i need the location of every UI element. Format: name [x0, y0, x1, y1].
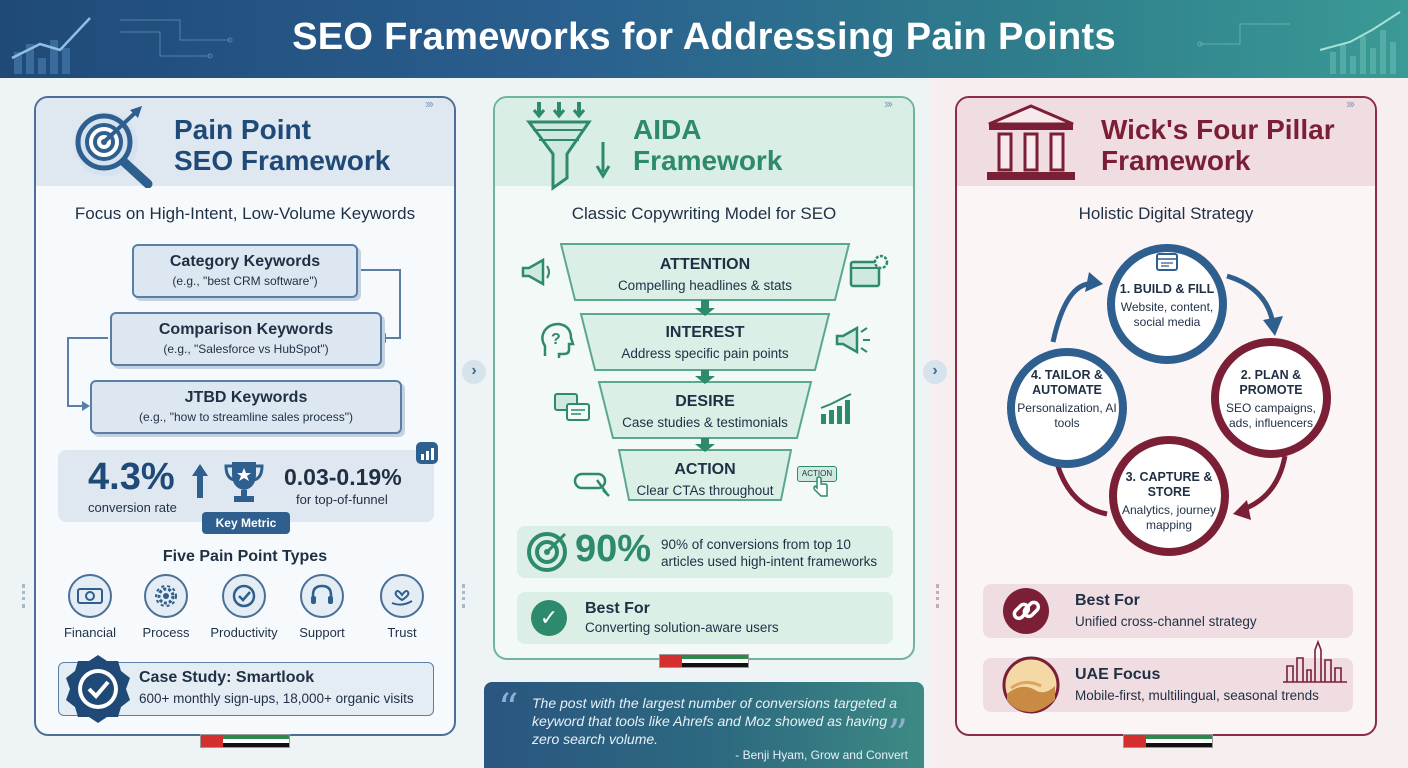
- panel3-subtitle: Holistic Digital Strategy: [1078, 204, 1254, 223]
- keyword-card-category: Category Keywords (e.g., "best CRM softw…: [132, 244, 358, 298]
- pain-type-financial: Financial: [50, 574, 130, 640]
- best-for-box: ✓ Best For Converting solution-aware use…: [517, 592, 893, 644]
- pillars-building-icon: [987, 104, 1075, 180]
- panel2-subtitle: Classic Copywriting Model for SEO: [571, 204, 837, 223]
- top-funnel-value: 0.03-0.19%: [284, 464, 402, 490]
- header-banner: SEO Frameworks for Addressing Pain Point…: [0, 0, 1408, 78]
- pain-type-productivity: Productivity: [204, 574, 284, 640]
- best-for-text: Converting solution-aware users: [585, 620, 779, 635]
- gear-icon: [155, 585, 177, 607]
- stat-text: 90% of conversions from top 10 articles …: [661, 537, 878, 569]
- trophy-icon: [224, 462, 264, 502]
- pain-type-support: Support: [282, 574, 362, 640]
- pillar-capture-store: 3. CAPTURE & STORE Analytics, journey ma…: [1121, 470, 1217, 532]
- case-study-title: Case Study: Smartlook: [139, 669, 315, 686]
- check-icon: ✓: [531, 600, 567, 636]
- quote-text: The post with the largest number of conv…: [532, 695, 897, 747]
- uae-flag-icon: [1123, 734, 1213, 748]
- top-funnel-label: for top-of-funnel: [296, 492, 388, 507]
- megaphone-icon: [521, 257, 550, 287]
- uae-focus-title: UAE Focus: [1075, 666, 1161, 683]
- dots-divider: [22, 584, 26, 608]
- stat-value: 90%: [575, 528, 652, 570]
- aida-step-action: ACTION Clear CTAs throughout: [636, 461, 774, 498]
- megaphone-icon: [835, 325, 870, 355]
- pillar-build-fill: 1. BUILD & FILL Website, content, social…: [1119, 282, 1215, 329]
- cursor-link-icon: [573, 472, 610, 497]
- quote-close-icon: ”: [887, 712, 908, 758]
- pillar-tailor-automate: 4. TAILOR & AUTOMATE Personalization, AI…: [1017, 368, 1117, 430]
- pillar-cycle-diagram: [1007, 244, 1331, 556]
- question-head-icon: ?: [541, 322, 575, 358]
- aida-step-attention: ATTENTION Compelling headlines & stats: [617, 256, 793, 293]
- pain-type-process: Process: [126, 574, 206, 640]
- target-icon: [527, 532, 567, 572]
- dots-divider: [462, 584, 466, 608]
- chevron-right-icon: ›››: [425, 96, 434, 111]
- link-icon: [1003, 588, 1049, 634]
- conversion-rate-value: 4.3%: [88, 456, 175, 498]
- pillar-plan-promote: 2. PLAN & PROMOTE SEO campaigns, ads, in…: [1225, 368, 1317, 430]
- best-for-box: Best For Unified cross-channel strategy: [983, 584, 1353, 638]
- up-arrow-icon: [192, 464, 208, 498]
- svg-text:?: ?: [551, 331, 561, 348]
- key-metric-badge: Key Metric: [202, 512, 290, 534]
- verified-badge-icon: [66, 655, 130, 723]
- next-arrow-button-1[interactable]: ›: [462, 360, 486, 384]
- funnel-icon: [526, 102, 611, 191]
- pain-types-title: Five Pain Point Types: [162, 548, 328, 565]
- chart-badge-icon: [416, 442, 438, 464]
- money-icon: [77, 588, 103, 604]
- headset-icon: [311, 584, 333, 604]
- best-for-text: Unified cross-channel strategy: [1075, 614, 1257, 629]
- uae-flag-icon: [200, 734, 290, 748]
- aida-step-interest: INTEREST Address specific pain points: [621, 324, 789, 361]
- keyword-card-jtbd: JTBD Keywords (e.g., "how to streamline …: [90, 380, 402, 434]
- panel1-subtitle: Focus on High-Intent, Low-Volume Keyword…: [74, 204, 416, 223]
- pain-type-trust: Trust: [362, 574, 442, 640]
- aida-step-desire: DESIRE Case studies & testimonials: [622, 393, 788, 430]
- skyline-icon: [1283, 640, 1347, 683]
- growth-chart-icon: [820, 393, 852, 424]
- dots-divider: [936, 584, 940, 608]
- browser-gear-icon: [849, 254, 889, 288]
- uae-flag-icon: [659, 654, 749, 668]
- target-search-icon: [74, 106, 153, 188]
- uae-focus-box: UAE Focus Mobile-first, multilingual, se…: [983, 640, 1353, 714]
- conversion-rate-label: conversion rate: [88, 500, 177, 515]
- best-for-title: Best For: [585, 600, 650, 617]
- keyword-card-comparison: Comparison Keywords (e.g., "Salesforce v…: [110, 312, 382, 366]
- quote-open-icon: “: [498, 686, 519, 732]
- keyword-flow-arrows: [67, 269, 401, 411]
- uae-focus-text: Mobile-first, multilingual, seasonal tre…: [1075, 688, 1319, 703]
- page-title: SEO Frameworks for Addressing Pain Point…: [292, 16, 1116, 58]
- case-study-box: Case Study: Smartlook 600+ monthly sign-…: [58, 655, 434, 723]
- header-decoration: [11, 11, 1401, 74]
- pointer-hand-icon: [813, 476, 828, 497]
- stat-box: 90% 90% of conversions from top 10 artic…: [517, 526, 893, 578]
- quote-box: “ The post with the largest number of co…: [484, 682, 924, 768]
- funnel-steps-outline: [559, 243, 851, 501]
- chevron-right-icon: ›››: [1346, 96, 1355, 111]
- best-for-title: Best For: [1075, 592, 1140, 609]
- chevron-right-icon: ›››: [884, 96, 893, 111]
- quote-author: - Benji Hyam, Grow and Convert: [735, 748, 908, 762]
- gauge-icon: [232, 584, 256, 608]
- heart-hand-icon: [391, 590, 413, 606]
- testimonial-bubbles-icon: [554, 393, 590, 421]
- case-study-text: 600+ monthly sign-ups, 18,000+ organic v…: [139, 691, 414, 706]
- key-metric-box: 4.3% conversion rate 0.03-0.19% for top-…: [58, 450, 434, 522]
- next-arrow-button-2[interactable]: ›: [923, 360, 947, 384]
- desert-dunes-icon: [1002, 656, 1060, 714]
